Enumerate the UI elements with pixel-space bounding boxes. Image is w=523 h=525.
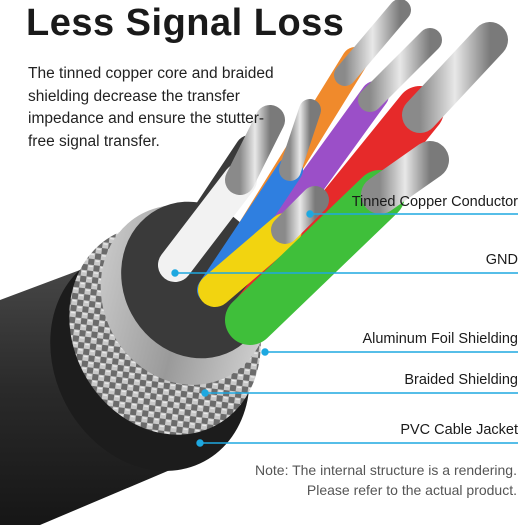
label-aluminum-foil-shielding: Aluminum Foil Shielding (362, 331, 518, 347)
label-tinned-copper-conductor: Tinned Copper Conductor (351, 194, 518, 210)
note-line-1: Note: The internal structure is a render… (255, 462, 517, 478)
leader-lines (171, 210, 518, 447)
wires (155, 0, 508, 345)
note-line-2: Please refer to the actual product. (306, 482, 517, 498)
disclaimer-note: Note: The internal structure is a render… (255, 460, 517, 500)
page-title: Less Signal Loss (26, 2, 345, 44)
label-gnd: GND (485, 252, 518, 268)
description-text: The tinned copper core and braided shiel… (28, 65, 274, 150)
label-pvc-cable-jacket: PVC Cable Jacket (400, 422, 518, 438)
label-braided-shielding: Braided Shielding (404, 372, 518, 388)
